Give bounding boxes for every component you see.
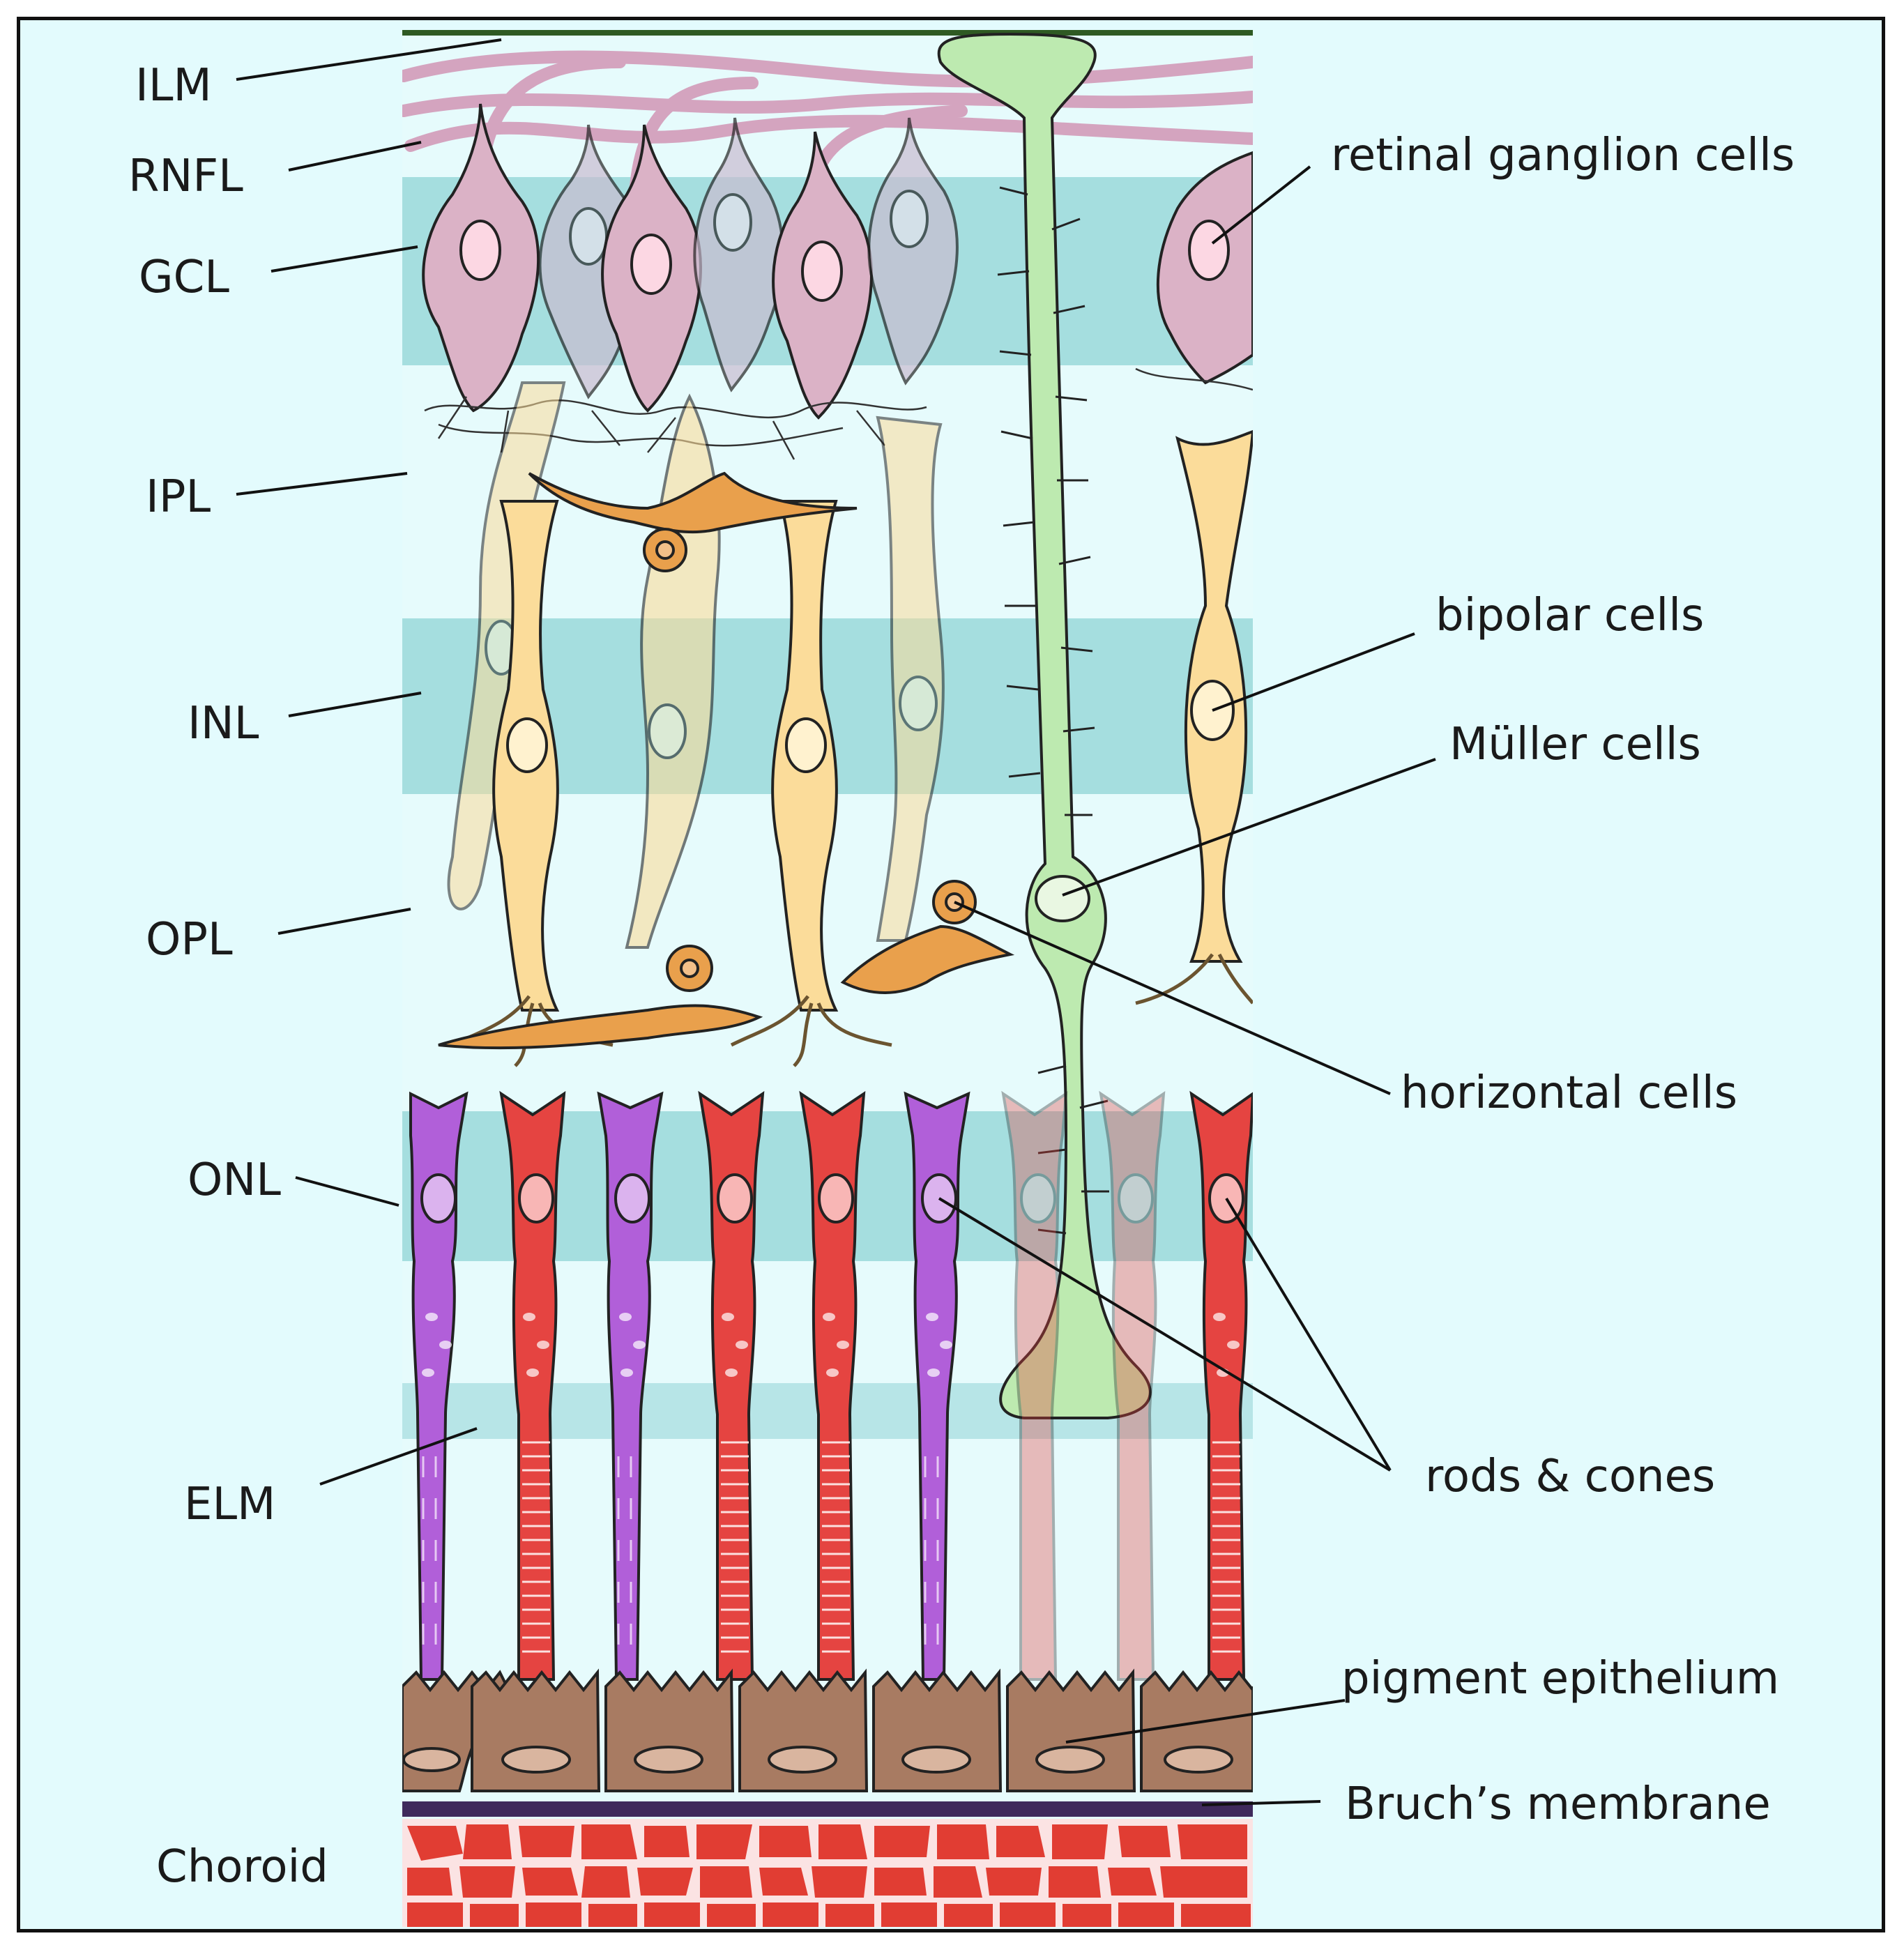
- label-bruchs-membrane: Bruch’s membrane: [1345, 1778, 1771, 1830]
- ganglion-cell: [867, 117, 959, 386]
- leader-lines: [236, 38, 1436, 1806]
- bipolar-cell: [492, 500, 560, 1012]
- label-inl: INL: [188, 698, 259, 749]
- choroid: [402, 1819, 1253, 1927]
- cone-cell: [499, 1090, 566, 1681]
- granules: [422, 1313, 1240, 1377]
- ganglion-cell: [693, 117, 784, 392]
- ganglion-cell: [772, 131, 873, 420]
- label-rnfl: RNFL: [128, 151, 243, 202]
- bruch-membrane: [402, 1801, 1253, 1817]
- label-gcl: GCL: [139, 252, 229, 303]
- rod-cell: [409, 1091, 469, 1681]
- ganglion-cell: [1156, 151, 1253, 385]
- label-bipolar-cells: bipolar cells: [1435, 590, 1704, 641]
- label-choroid: Choroid: [156, 1841, 328, 1893]
- ganglion-cell: [601, 124, 702, 413]
- rod-disc-stripes: [422, 1456, 939, 1645]
- cone-cell: [799, 1090, 866, 1681]
- label-retinal-ganglion-cells: retinal ganglion cells: [1331, 130, 1795, 181]
- left-labels: ILM RNFL GCL IPL INL OPL ONL ELM Choroid: [128, 60, 328, 1893]
- cone-cell: [698, 1090, 765, 1681]
- photoreceptors: [409, 1090, 1253, 1681]
- rod-cell: [904, 1091, 970, 1681]
- cone-cell: [1099, 1090, 1166, 1681]
- horizontal-cell: [528, 471, 858, 572]
- rod-cell: [597, 1091, 664, 1681]
- label-pigment-epithelium: pigment epithelium: [1341, 1653, 1779, 1705]
- label-horizontal-cells: horizontal cells: [1401, 1067, 1737, 1119]
- horizontal-cell: [438, 945, 763, 1050]
- bipolar-cell: [771, 500, 839, 1012]
- muller-spines: [997, 186, 1109, 1235]
- bipolar-cell: [625, 393, 721, 949]
- label-muller-cells: Müller cells: [1449, 719, 1701, 770]
- ganglion-cell: [422, 103, 540, 413]
- ipl-dendrites: [424, 367, 1253, 460]
- cone-disc-stripes: [522, 1441, 1240, 1653]
- pigment-nuclei: [402, 1746, 1233, 1774]
- cone-cell: [1001, 1090, 1068, 1681]
- label-onl: ONL: [188, 1154, 281, 1206]
- label-opl: OPL: [146, 914, 233, 966]
- label-elm: ELM: [184, 1479, 275, 1530]
- label-rods-cones: rods & cones: [1425, 1451, 1715, 1502]
- retina-diagram: ILM RNFL GCL IPL INL OPL ONL ELM Choroid…: [128, 30, 1795, 1927]
- ganglion-cells: [422, 103, 1253, 420]
- diagram-frame: ILM RNFL GCL IPL INL OPL ONL ELM Choroid…: [17, 17, 1885, 1932]
- bipolar-cells: [447, 381, 1253, 1067]
- label-ipl: IPL: [146, 471, 211, 523]
- pigment-epithelium: [402, 1668, 1253, 1792]
- label-ilm: ILM: [135, 60, 212, 112]
- right-labels: retinal ganglion cells bipolar cells Mül…: [1331, 130, 1795, 1830]
- muller-cell: [937, 32, 1152, 1419]
